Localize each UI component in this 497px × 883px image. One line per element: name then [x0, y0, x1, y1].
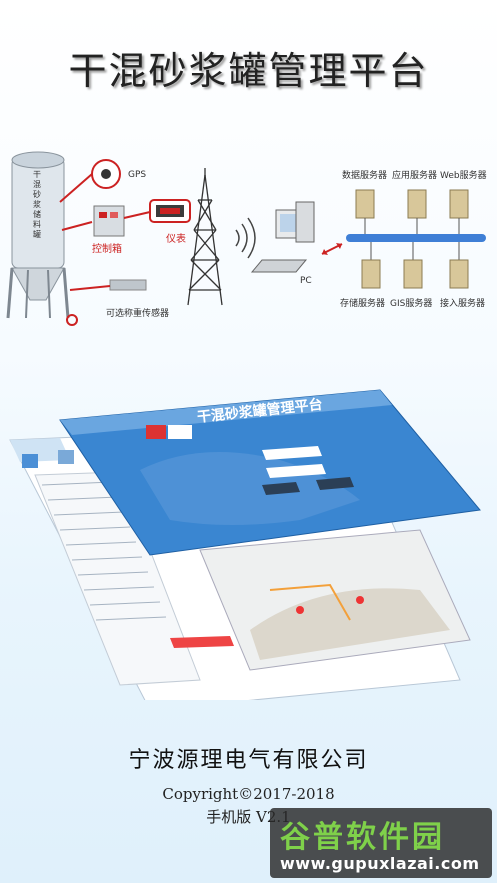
- weighing-sensor-icon: [109, 279, 147, 291]
- server-label-gis: GIS服务器: [390, 299, 433, 309]
- server-label-storage: 存储服务器: [340, 299, 386, 309]
- password-field: [266, 464, 326, 478]
- cancel-button: [316, 477, 354, 490]
- tank-illustration: [6, 151, 78, 326]
- server-label-app: 应用服务器: [392, 171, 438, 181]
- tank-leg: [6, 267, 14, 319]
- server-icon-top: [355, 189, 469, 219]
- username-field: [262, 446, 322, 460]
- company-name: 宁波源理电气有限公司: [128, 748, 369, 773]
- version-text: 手机版 V2.1: [206, 808, 291, 826]
- screens-graphics: [9, 389, 481, 711]
- tank-sensor-marker: [66, 314, 78, 326]
- logo-badge: [146, 425, 166, 439]
- sensor-label: 可选称重传感器: [106, 309, 170, 319]
- tank-top: [11, 151, 65, 169]
- app-icon: [58, 450, 74, 464]
- watermark-brand: 谷普软件园: [280, 820, 445, 855]
- arrow-tank-gps: [59, 173, 93, 203]
- tank-leg: [62, 267, 70, 319]
- copyright-text: Copyright©2017-2018: [162, 785, 335, 803]
- diagram-graphics: [6, 151, 486, 326]
- control-box-icon: [93, 205, 125, 237]
- gps-label: GPS: [128, 170, 147, 180]
- server-label-data: 数据服务器: [342, 171, 388, 181]
- pc-icon: [250, 201, 315, 273]
- arrow-control-meter: [123, 211, 151, 219]
- server-label-access: 接入服务器: [440, 299, 486, 309]
- signal-tower-icon: [187, 168, 223, 306]
- server-network-line: [346, 234, 486, 242]
- wireless-waves-icon: [235, 217, 256, 259]
- meter-label: 仪表: [166, 234, 186, 245]
- tree-panel: [34, 471, 201, 686]
- control-box-label: 控制箱: [92, 244, 122, 255]
- login-button: [262, 482, 300, 495]
- server-icon-bottom: [361, 259, 469, 289]
- page-title: 干混砂浆罐管理平台: [68, 49, 429, 93]
- server-label-web: Web服务器: [440, 171, 487, 181]
- arrow-tank-control: [61, 221, 93, 231]
- screens-collage: 干混砂浆罐管理平台: [0, 380, 497, 711]
- tank-cone: [11, 267, 65, 301]
- watermark-url: www.gupuxlazai.com: [280, 854, 480, 873]
- tank-leg: [47, 269, 51, 319]
- watermark-badge: 谷普软件园 www.gupuxlazai.com: [270, 808, 492, 878]
- system-diagram: GPS 控制箱 仪表 可选称重传感器 PC 干混砂浆储料罐 数据服务器 应用服务…: [0, 140, 497, 340]
- tank-text: 干混砂浆储料罐: [33, 170, 41, 239]
- gps-icon: [101, 169, 111, 179]
- app-icon: [22, 454, 38, 468]
- arrow-tank-sensor: [69, 285, 111, 291]
- tank-leg: [25, 269, 29, 319]
- pc-label: PC: [300, 276, 312, 286]
